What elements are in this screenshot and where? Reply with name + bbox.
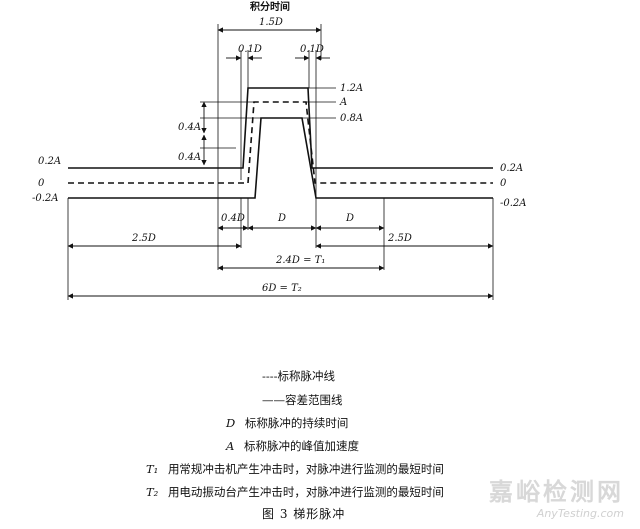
dim-0-1D-left: 0.1D bbox=[238, 44, 262, 55]
legend-A-text: 标称脉冲的峰值加速度 bbox=[243, 439, 359, 453]
legend-T2: T₂ 用电动振动台产生冲击时，对脉冲进行监测的最短时间 bbox=[146, 484, 444, 500]
dim-0-1D-right: 0.1D bbox=[300, 44, 324, 55]
dim-D-right: D bbox=[345, 213, 354, 224]
legend-T1-symbol: T₁ bbox=[146, 462, 159, 476]
legend-A: A 标称脉冲的峰值加速度 bbox=[226, 438, 359, 454]
legend-dashed-text: ----标称脉冲线 bbox=[262, 369, 336, 383]
dim-D-pulse: D bbox=[277, 213, 286, 224]
right-level-0-2A: 0.2A bbox=[500, 163, 523, 174]
legend-dashed: ----标称脉冲线 bbox=[262, 368, 335, 384]
legend-D: D 标称脉冲的持续时间 bbox=[226, 415, 348, 431]
level-A: A bbox=[339, 97, 347, 108]
dimension-arrows bbox=[67, 27, 494, 299]
dim-2-5D-left: 2.5D bbox=[131, 233, 156, 244]
watermark-cn: 嘉峪检测网 bbox=[489, 478, 624, 506]
dim-T2: 6D = T₂ bbox=[262, 283, 302, 294]
dim-0-4D: 0.4D bbox=[221, 213, 245, 224]
left-level-0-2A: 0.2A bbox=[38, 156, 61, 167]
watermark-en: AnyTesting.com bbox=[536, 507, 624, 520]
legend-T1: T₁ 用常规冲击机产生冲击时，对脉冲进行监测的最短时间 bbox=[146, 461, 444, 477]
legend-T2-text: 用电动振动台产生冲击时，对脉冲进行监测的最短时间 bbox=[167, 485, 444, 499]
nominal-pulse-line bbox=[68, 101, 493, 184]
level-1-2A: 1.2A bbox=[340, 83, 363, 94]
dim-0-4A-lower: 0.4A bbox=[178, 152, 201, 163]
legend-solid: ——容差范围线 bbox=[262, 392, 343, 408]
left-level-neg-0-2A: -0.2A bbox=[32, 193, 59, 204]
legend-D-text: 标称脉冲的持续时间 bbox=[244, 416, 349, 430]
legend-solid-text: ——容差范围线 bbox=[262, 393, 343, 407]
legend-A-symbol: A bbox=[226, 439, 235, 453]
left-level-zero: 0 bbox=[38, 178, 45, 189]
legend-T1-text: 用常规冲击机产生冲击时，对脉冲进行监测的最短时间 bbox=[167, 462, 444, 476]
right-level-neg-0-2A: -0.2A bbox=[500, 198, 527, 209]
right-level-zero: 0 bbox=[500, 178, 507, 189]
integration-time-label: 积分时间 bbox=[250, 0, 290, 13]
upper-tolerance-line bbox=[68, 87, 493, 169]
extension-lines bbox=[67, 24, 494, 300]
dim-T1: 2.4D = T₁ bbox=[275, 255, 325, 266]
dim-1-5D: 1.5D bbox=[259, 17, 283, 28]
watermark: 嘉峪检测网 AnyTesting.com bbox=[489, 472, 624, 520]
dim-2-5D-right: 2.5D bbox=[387, 233, 412, 244]
level-0-8A: 0.8A bbox=[340, 113, 363, 124]
lower-tolerance-line bbox=[68, 117, 493, 199]
figure-caption: 图 3 梯形脉冲 bbox=[262, 507, 346, 521]
dim-0-4A-upper: 0.4A bbox=[178, 122, 201, 133]
legend-T2-symbol: T₂ bbox=[146, 485, 159, 499]
legend-D-symbol: D bbox=[226, 416, 236, 430]
